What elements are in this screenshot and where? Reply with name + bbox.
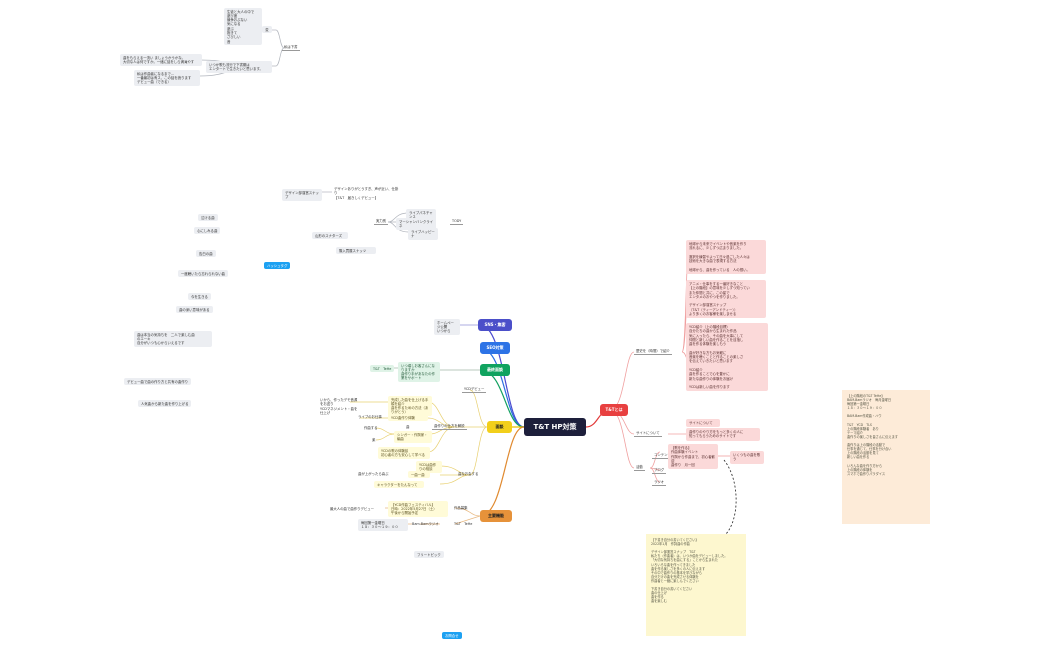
interview-r2b[interactable]: YCD曲作り体験 <box>388 414 428 422</box>
top-label-node[interactable]: 私は下書 <box>282 44 300 52</box>
feature-festival[interactable]: 【YCD作曲フェスティバル】 日時：2022年5月27日（土） 午後から開始予定 <box>388 501 448 517</box>
upper-right-node[interactable]: TODY <box>450 218 464 226</box>
branch-sns[interactable]: SNS・集客 <box>478 319 512 331</box>
interview-kaisai-a[interactable]: YCDは曲作りの相談 <box>416 461 442 473</box>
tt-history-text-3[interactable]: YCD紹介（上の階段目標） 自分たちの曲から生まれた作品 気に入ったら、その曲を… <box>686 323 768 392</box>
left-node-b[interactable]: 私は作曲者になるまで… 一番最初は有ス、この話を読ります デビュー曲（できる） <box>134 70 200 86</box>
feature-tt-tehe[interactable]: T&T TeHe <box>454 522 473 526</box>
interview-r2a[interactable]: ライブのお仕事 <box>358 415 382 419</box>
tt-side-radio[interactable]: ラジオ <box>652 479 667 487</box>
free-topic[interactable]: フリートピック <box>414 551 444 559</box>
interview-kaisai-e[interactable]: 曲なお会する <box>458 472 479 476</box>
tt-side-link[interactable]: いくつもの曲を歌う <box>730 451 764 464</box>
label-box[interactable]: 変 <box>262 26 272 34</box>
interview-r3b[interactable]: シンガー・作詞家・編曲 <box>394 431 432 443</box>
left-misc-g[interactable]: 曲は本当の気持ちを 二人で楽しむ曲 のエーキ 自分がいつも心からいえるです <box>134 331 212 347</box>
tt-history-label[interactable]: 歴史を（時間）で紹介 <box>634 348 672 356</box>
feature-schedule[interactable]: 毎回第一金曜日 １８：３０〜１９：００ <box>358 519 408 531</box>
interview-r3c[interactable]: 楽 <box>372 438 376 442</box>
feature-debut[interactable]: 最大人の曲で曲作りデビュー <box>330 507 375 511</box>
interview-kaisai-c[interactable]: 一曲一曲 <box>408 471 430 479</box>
orange-note[interactable]: 【上の階段のT&T TeHe】 BAM-Bamラジオ 毎月金曜日 毎回第一金曜日… <box>842 390 930 524</box>
central-topic[interactable]: T&T HP対策 <box>524 418 586 436</box>
interview-r3d[interactable]: 曲 <box>406 425 410 429</box>
tt-history-text-1[interactable]: 地球から未来でイベントや音楽を作り 流れるに、少しずつ広まりました。 選択を練習… <box>686 240 766 275</box>
left-misc-f[interactable]: 曲の深い意味がある <box>176 306 213 314</box>
tt-history-text-2[interactable]: アニメ・仕事をする一番好きなこと 【上の階段】の意味を少しずつ知ってい また仲間… <box>686 280 766 319</box>
yellow-note[interactable]: 【下書き自分の書いてください】 2022年1月 作詞曲の作曲 デザイン部運営スナ… <box>646 534 746 636</box>
branch-tt[interactable]: T&Tとは <box>600 404 628 416</box>
left-misc-i[interactable]: 人気曲から新た曲を作り上げる <box>138 400 192 408</box>
interview-sub[interactable]: 曲作りの仕方を解説 <box>432 423 467 431</box>
interview-kaisai-d[interactable]: キャラクターをたんなって <box>374 481 424 489</box>
list-node[interactable]: 生徒と大人の中で 遊び度 競争おぷない 気になる 遊ぶ 抱きて さびしい 音 <box>224 8 262 46</box>
left-misc-h[interactable]: デビュー曲で曲の作り方と共有の曲作り <box>124 378 192 386</box>
upper-below-1[interactable]: 山形のスナターズ <box>312 232 348 240</box>
final-interview-detail[interactable]: いつ頃しお客さんになりますか 曲作り手があなたの作業をサポート <box>398 362 440 383</box>
branch-main-features[interactable]: 主要機能 <box>480 510 512 522</box>
sns-side-node[interactable]: ホームページ公開 いつから <box>434 319 460 335</box>
tt-activity-label[interactable]: 活動 <box>634 464 645 472</box>
interview-r4a[interactable]: YCDの歌の体験談 初心者の方も安心して学べる <box>378 447 430 459</box>
interview-r1b[interactable]: 完成した曲を仕上げる手順を紹介 曲を作るための方法（ありがとう） <box>388 396 432 417</box>
left-misc-c[interactable]: 告白の曲 <box>196 250 216 258</box>
tt-site-label-2[interactable]: サイトについて <box>686 419 720 428</box>
interview-head[interactable]: YCDデビュー <box>462 386 487 394</box>
final-interview-tag[interactable]: T&T TeHe <box>370 365 395 373</box>
tt-site-text[interactable]: 曲作りのやり方をもっと多くの人に 知ってもらうためのサイトです <box>686 428 760 441</box>
tt-activity-text[interactable]: 【歌を作る】 作曲体験イベント 作詞から作曲まで、初心者歓迎 曲作り 月一回 <box>668 444 718 470</box>
upper-child-1[interactable]: ライブパネチャンス <box>406 209 436 221</box>
tt-side-content[interactable]: コンテンツ <box>652 452 673 460</box>
left-misc-b[interactable]: 心にしみる曲 <box>194 227 221 235</box>
tt-side-blog[interactable]: ブログ <box>652 467 667 475</box>
upper-child-3[interactable]: ライブハッピーナ <box>408 228 438 240</box>
hashtag-button[interactable]: ハッシュタグ <box>264 262 291 270</box>
branch-interview[interactable]: 面談 <box>487 421 512 433</box>
interview-r1a[interactable]: いから、作ったデモ音源をお送り YCDマネジメント・曲を仕上げ <box>320 398 358 415</box>
contact-button[interactable]: お問合せ <box>442 632 462 640</box>
upper-hub[interactable]: 実力別 <box>374 218 389 226</box>
tt-site-label[interactable]: サイトについて <box>634 430 662 438</box>
left-misc-d[interactable]: 一度聴いたら忘れられない曲 <box>178 270 229 278</box>
branch-seo[interactable]: SEO対策 <box>480 342 510 354</box>
upper-child-2[interactable]: マーシャンバンクライネ <box>396 218 436 230</box>
left-node-a[interactable]: 曲をもらえる一流い ましょうかうかな。 大切な人は何ですか。一緒に話をしら満滝や… <box>120 54 202 66</box>
feature-festival-side[interactable]: 作品募集 <box>454 506 468 510</box>
left-misc-a[interactable]: 泣ける曲 <box>198 214 218 222</box>
left-misc-e[interactable]: 今を生きる <box>188 293 211 301</box>
mid-node[interactable]: いつか歌も流行で下書期は エンタートで生きたいと思います。 <box>206 61 272 73</box>
feature-radio[interactable]: Bam-Bamラジオ <box>412 522 439 526</box>
upper-below-2[interactable]: 購入買展スナッツ <box>336 247 376 255</box>
branch-final-interview[interactable]: 最終面談 <box>480 364 510 376</box>
interview-kaisai-b[interactable]: 曲が上がったら喜ぶ <box>358 472 389 476</box>
interview-r3a[interactable]: 作曲する <box>364 426 378 430</box>
upper-text-node[interactable]: デザインありがとうすぎ、声が近い、仕掛り 【T&T 届きしくデビュー】 <box>334 187 399 200</box>
upper-gray-node[interactable]: デザイン部運営スナップ <box>282 189 322 201</box>
